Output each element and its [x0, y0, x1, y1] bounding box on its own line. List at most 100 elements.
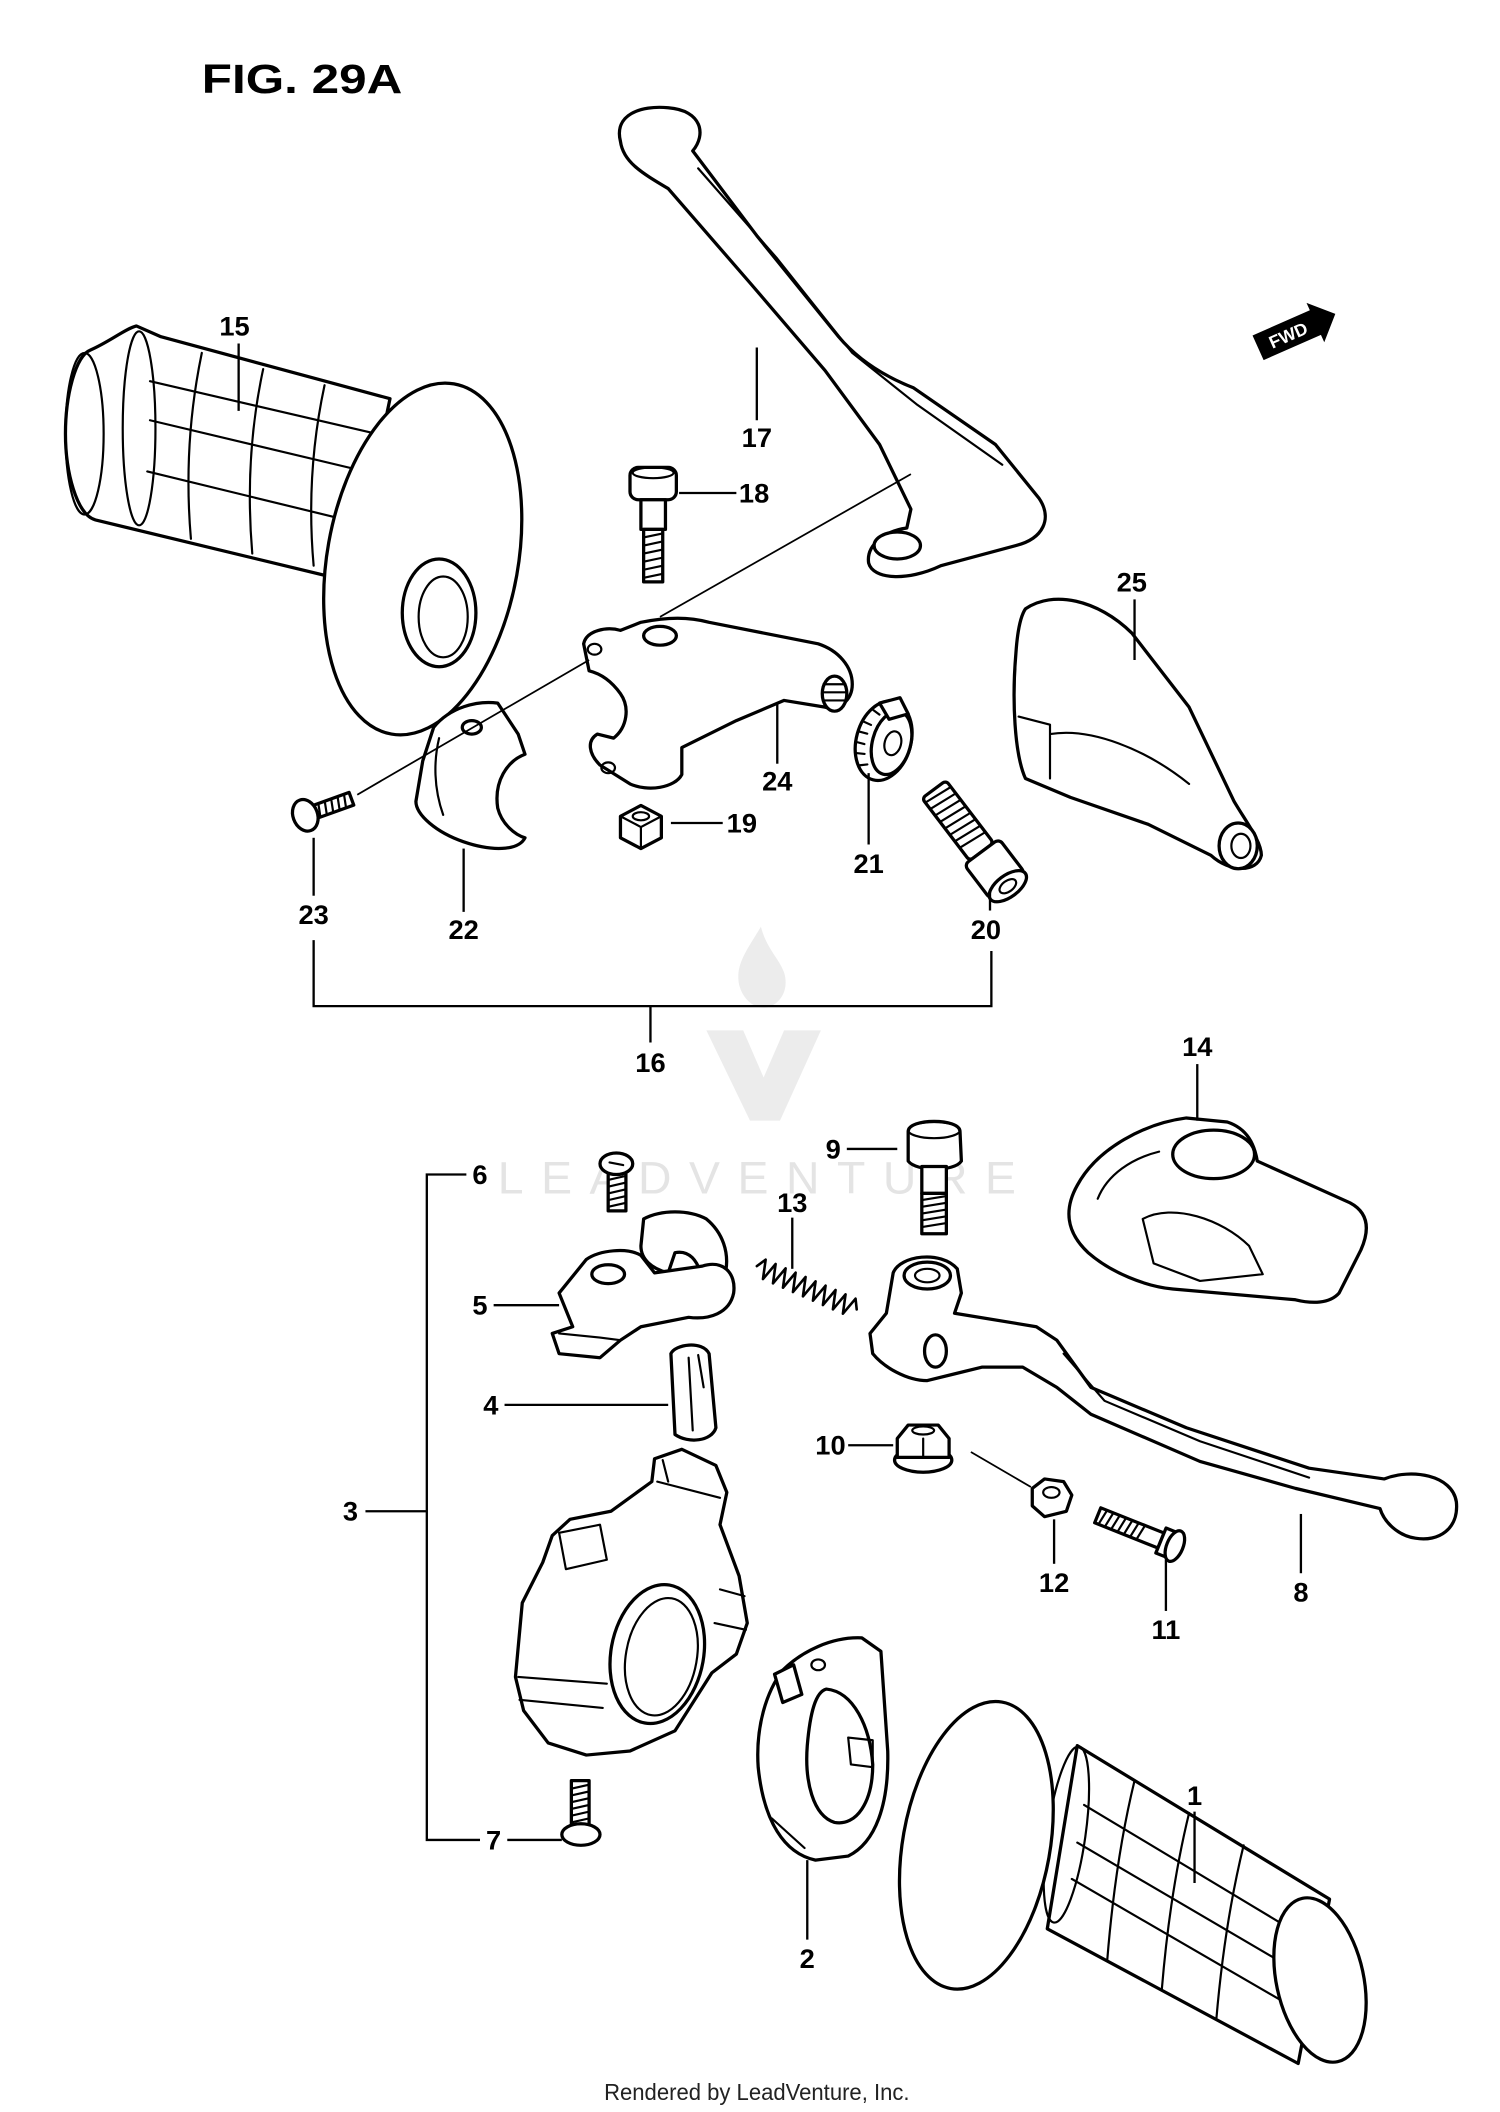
- callout-16: 16: [635, 1047, 665, 1078]
- clip-part-4: [669, 1343, 718, 1442]
- callout-15: 15: [219, 311, 249, 342]
- bolt-18-head-top: [631, 466, 675, 480]
- callout-23: 23: [298, 899, 328, 930]
- cover-14-hole: [1171, 1128, 1257, 1181]
- bolt-18-neck: [639, 498, 668, 531]
- bolt-part-18: [628, 465, 678, 584]
- bracket-24-cable-end: [820, 674, 849, 713]
- grip-part-15: [63, 324, 524, 737]
- bolt-11-head: [1163, 1529, 1187, 1563]
- watermark-flame-logo: [738, 926, 786, 1008]
- callout-19: 19: [727, 808, 757, 839]
- grip-15-body: [63, 324, 392, 584]
- bolt-9-head-top: [907, 1120, 962, 1140]
- bracket-24-pivot-hole: [642, 624, 678, 647]
- bolt-9-head: [906, 1119, 963, 1171]
- wheel-21-knurl: [855, 709, 881, 767]
- holder-5-hole: [590, 1263, 627, 1286]
- boot-25-nozzle: [1217, 821, 1259, 871]
- nut-19-hole: [631, 811, 651, 822]
- callout-25: 25: [1117, 566, 1147, 597]
- assembly-line-8-to-12: [970, 1451, 1032, 1488]
- lever-17-pivot-hole: [872, 530, 923, 561]
- grip-15-ring: [121, 330, 157, 527]
- holder-5-plate: [550, 1248, 736, 1360]
- bracket-24-body: [582, 616, 854, 790]
- screw-part-7: [560, 1779, 602, 1847]
- nut-part-19: [618, 803, 663, 851]
- plate-2-notch: [770, 1736, 874, 1850]
- bracket-3: [365, 1173, 480, 1842]
- wheel-21-hole: [883, 730, 903, 757]
- clamp-part-22: [414, 700, 527, 851]
- footer-credit: Rendered by LeadVenture, Inc.: [604, 2079, 909, 2105]
- bolt-part-9: [906, 1119, 963, 1236]
- callout-7: 7: [486, 1825, 501, 1856]
- clip-4-body: [669, 1343, 718, 1442]
- grip-1-end-cap: [1272, 1896, 1368, 2064]
- boot-part-25: [1012, 597, 1263, 871]
- grip-part-1: [897, 1699, 1368, 2066]
- callout-17: 17: [742, 422, 772, 453]
- callout-6: 6: [472, 1159, 487, 1190]
- cover-14-body: [1067, 1116, 1368, 1304]
- bracket-24-ear-hole: [586, 642, 603, 656]
- fwd-arrow-icon: [1252, 302, 1336, 361]
- grip-15-pattern: [146, 351, 383, 567]
- plate-part-2: [756, 1636, 890, 1862]
- lever-8-pivot-inner: [913, 1267, 941, 1284]
- grip-15-end-cap: [64, 351, 105, 516]
- lever-17-ridge: [697, 167, 1004, 466]
- bracket-24-clamp-hole: [600, 761, 617, 775]
- boot-25-cable-slot: [1017, 715, 1191, 785]
- clip-4-slot: [687, 1353, 705, 1432]
- spring-13-coil: [755, 1258, 859, 1316]
- screw-7-thread-lines: [570, 1783, 591, 1824]
- nut-10-hole: [911, 1425, 936, 1436]
- callout-9: 9: [826, 1134, 841, 1165]
- cover-part-14: [1067, 1116, 1368, 1304]
- plate-2-hole: [810, 1658, 827, 1672]
- screw-part-23: [290, 790, 356, 833]
- callout-14: 14: [1182, 1031, 1212, 1062]
- lever-8-pivot-hole: [902, 1260, 953, 1291]
- leader-lines: [237, 343, 1303, 1940]
- screw-7-head: [560, 1822, 602, 1847]
- bracket-part-24: [582, 616, 854, 790]
- bracket-24-cable-thread: [821, 683, 848, 702]
- callout-24: 24: [762, 766, 792, 797]
- screw-23-thread-lines: [317, 793, 348, 819]
- nut-19-edge: [619, 815, 663, 850]
- plate-2-opening: [805, 1687, 875, 1825]
- callout-12: 12: [1039, 1567, 1069, 1598]
- spring-part-13: [755, 1258, 859, 1316]
- grip-1-pattern: [1070, 1779, 1319, 2021]
- lever-part-17: [617, 105, 1047, 579]
- bolt-11-thread-lines: [1097, 1509, 1147, 1541]
- nut-12-hole: [1042, 1485, 1061, 1499]
- boot-25-nozzle-hole: [1230, 832, 1252, 860]
- bolt-9-thread-lines: [920, 1195, 948, 1229]
- grip-15-bore: [400, 557, 478, 669]
- grip-15-flange: [322, 381, 524, 737]
- bolt-9-neck: [920, 1164, 948, 1196]
- adjuster-20-thread-lines: [924, 785, 987, 849]
- housing-3-bore-inner: [623, 1596, 699, 1717]
- lever-8-ridge: [1062, 1352, 1311, 1479]
- callout-8: 8: [1293, 1577, 1308, 1608]
- lever-8-side-hole: [922, 1333, 948, 1369]
- bolt-part-11: [1093, 1506, 1187, 1563]
- screw-part-6: [598, 1151, 635, 1213]
- plate-2-tab: [772, 1663, 804, 1705]
- holder-part-5: [550, 1210, 736, 1360]
- screw-6-thread-lines: [607, 1174, 627, 1208]
- callout-21: 21: [853, 848, 883, 879]
- callout-labels: 15 17 18 25 24 19 21 20 23 22 16 14 9 13…: [219, 311, 1308, 1974]
- callout-18: 18: [739, 478, 769, 509]
- grip-15-bore-inner: [417, 575, 469, 659]
- wheel-21-tab: [877, 696, 910, 721]
- fwd-arrow-badge: FWD: [1252, 302, 1336, 361]
- nut-part-12: [1030, 1477, 1074, 1519]
- screw-6-slot: [608, 1161, 625, 1167]
